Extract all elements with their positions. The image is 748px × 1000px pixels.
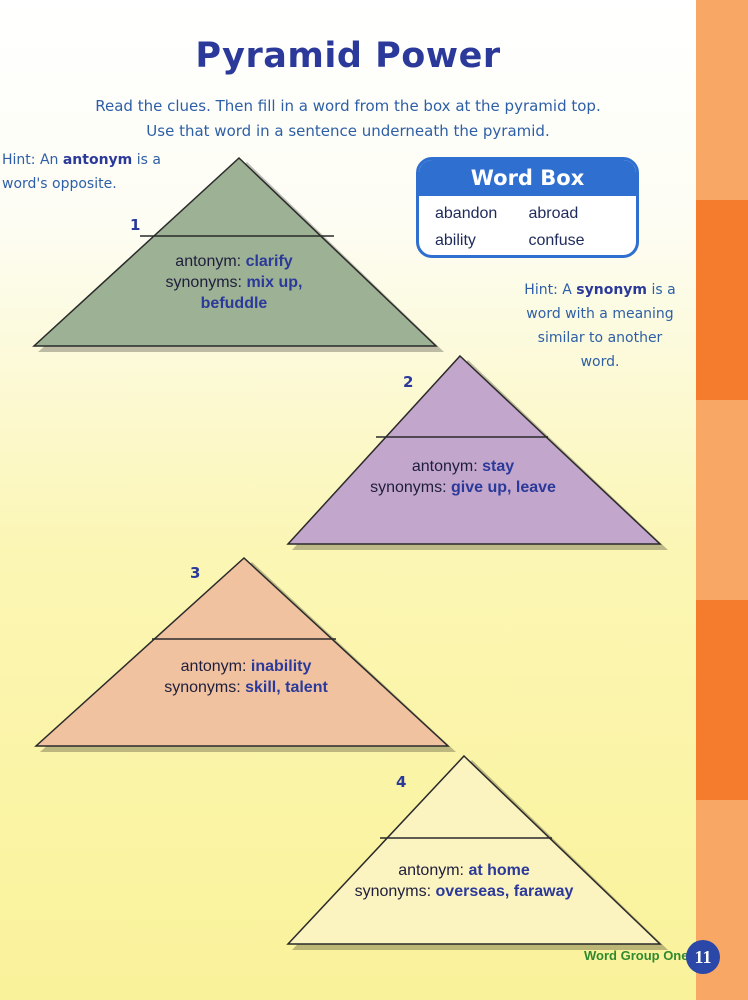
synonyms-label: synonyms:: [370, 479, 451, 496]
instructions-line-1: Read the clues. Then fill in a word from…: [95, 97, 601, 115]
synonyms-value: skill, talent: [245, 679, 328, 696]
hint-suffix: is a word with a meaning similar to anot…: [526, 282, 676, 370]
pyramid-body: [286, 754, 662, 945]
pyramid-clue: antonym: at home synonyms: overseas, far…: [334, 860, 594, 902]
synonyms-label: synonyms:: [164, 679, 246, 696]
synonyms-label: synonyms:: [354, 883, 436, 900]
instructions-line-2: Use that word in a sentence underneath t…: [146, 122, 550, 140]
word-box-item: confuse: [528, 232, 585, 249]
hint-suffix: is a word's opposite.: [2, 152, 161, 192]
synonyms-value: mix up,: [246, 274, 303, 291]
antonym-value: stay: [482, 458, 515, 475]
antonym-label: antonym:: [175, 253, 246, 270]
word-box-title-text: Word Box: [470, 160, 585, 196]
word-box-item: ability: [435, 232, 476, 249]
pyramid-clue: antonym: stay synonyms: give up, leave: [338, 456, 588, 498]
page-title: Pyramid Power: [195, 36, 501, 76]
pyramid-number: 3: [190, 564, 201, 582]
pyramid-1: 1 antonym: clarify synonyms: mix up, bef…: [32, 156, 444, 352]
pyramid-body: [34, 556, 450, 747]
decorative-stripe: [696, 0, 748, 1000]
antonym-hint: Hint: An antonym is a word's opposite.: [2, 148, 172, 196]
word-box-title: Word Box: [419, 160, 636, 196]
word-box-item: abandon: [435, 205, 498, 222]
antonym-value: at home: [468, 862, 530, 879]
pyramid-number: 1: [130, 216, 141, 234]
pyramid-shape: [32, 156, 444, 352]
pyramid-clue: antonym: clarify synonyms: mix up, befud…: [124, 251, 344, 314]
word-box: Word Box abandon abroad ability confuse: [416, 157, 639, 258]
synonyms-label: synonyms:: [165, 274, 247, 291]
hint-term: synonym: [576, 282, 648, 298]
pyramid-number: 4: [396, 773, 407, 791]
antonym-label: antonym:: [411, 458, 483, 475]
pyramid-body: [286, 354, 662, 545]
pyramid-number: 2: [403, 373, 414, 391]
antonym-value: clarify: [245, 253, 293, 270]
word-box-list: abandon abroad ability confuse: [419, 196, 636, 254]
pyramid-2: 2 antonym: stay synonyms: give up, leave: [286, 354, 668, 550]
hint-term: antonym: [62, 152, 133, 168]
antonym-value: inability: [250, 658, 312, 675]
page-number: 11: [686, 940, 720, 974]
hint-prefix: Hint: A: [524, 282, 577, 298]
antonym-label: antonym:: [180, 658, 251, 675]
footer-label: Word Group One: [584, 948, 689, 963]
pyramid-shape: [286, 354, 668, 550]
synonyms-value: overseas, faraway: [435, 883, 574, 900]
hint-prefix: Hint: An: [2, 152, 63, 168]
pyramid-3: 3 antonym: inability synonyms: skill, ta…: [34, 556, 456, 752]
synonyms-value-continued: befuddle: [200, 295, 268, 312]
pyramid-body: [32, 156, 438, 347]
antonym-label: antonym:: [398, 862, 469, 879]
synonyms-value: give up, leave: [450, 479, 556, 496]
word-box-item: abroad: [528, 205, 579, 222]
pyramid-shape: [34, 556, 456, 752]
pyramid-shape: [286, 754, 668, 950]
instructions: Read the clues. Then fill in a word from…: [60, 94, 636, 144]
pyramid-clue: antonym: inability synonyms: skill, tale…: [116, 656, 376, 698]
synonym-hint: Hint: A synonym is a word with a meaning…: [520, 278, 680, 374]
pyramid-4: 4 antonym: at home synonyms: overseas, f…: [286, 754, 668, 950]
